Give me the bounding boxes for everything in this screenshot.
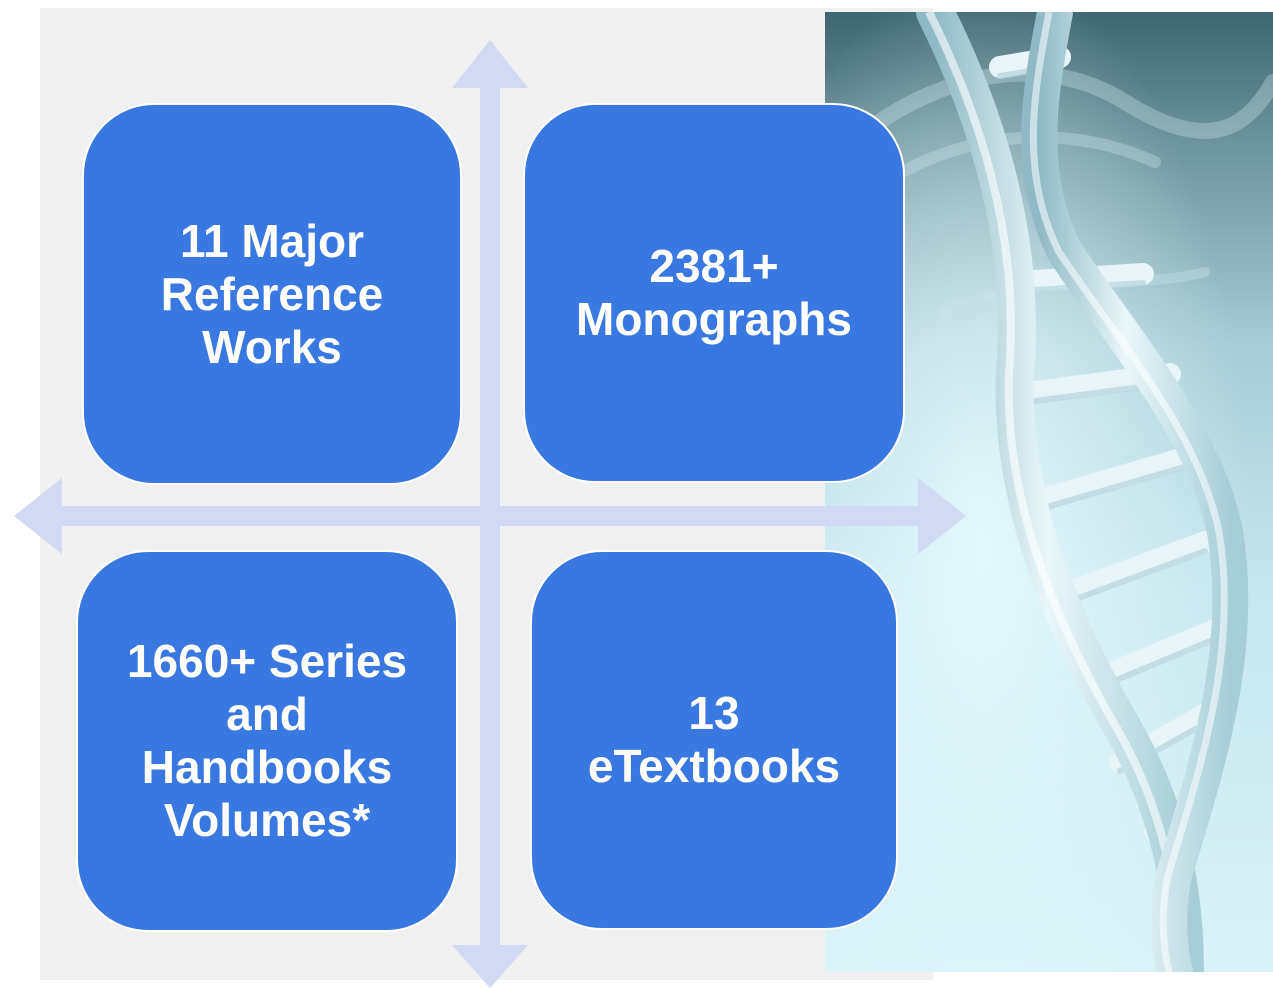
tile-line: eTextbooks bbox=[587, 740, 841, 792]
horizontal-arrow-shaft bbox=[60, 506, 920, 526]
tile-major-reference-works: 11 Major Reference Works bbox=[82, 103, 462, 485]
tile-line: and bbox=[226, 688, 308, 740]
tile-line: 11 Major bbox=[179, 214, 365, 267]
right-arrowhead bbox=[918, 478, 966, 554]
tile-line: 1660+ Series bbox=[126, 635, 408, 687]
up-arrowhead bbox=[452, 40, 528, 88]
tile-line: Handbooks bbox=[141, 741, 393, 793]
tile-line: 2381+ bbox=[649, 240, 779, 292]
tile-line: Reference bbox=[160, 267, 384, 320]
tile-monographs: 2381+ Monographs bbox=[523, 103, 905, 483]
tile-series-handbooks: 1660+ Series and Handbooks Volumes* bbox=[76, 550, 458, 932]
tile-line: Monographs bbox=[576, 293, 852, 345]
left-arrowhead bbox=[14, 478, 62, 554]
tile-line: 13 bbox=[688, 687, 740, 739]
down-arrowhead bbox=[452, 945, 528, 988]
tile-etextbooks: 13 eTextbooks bbox=[530, 550, 898, 930]
tile-line: Volumes* bbox=[163, 794, 371, 846]
tile-line: Works bbox=[202, 320, 342, 373]
